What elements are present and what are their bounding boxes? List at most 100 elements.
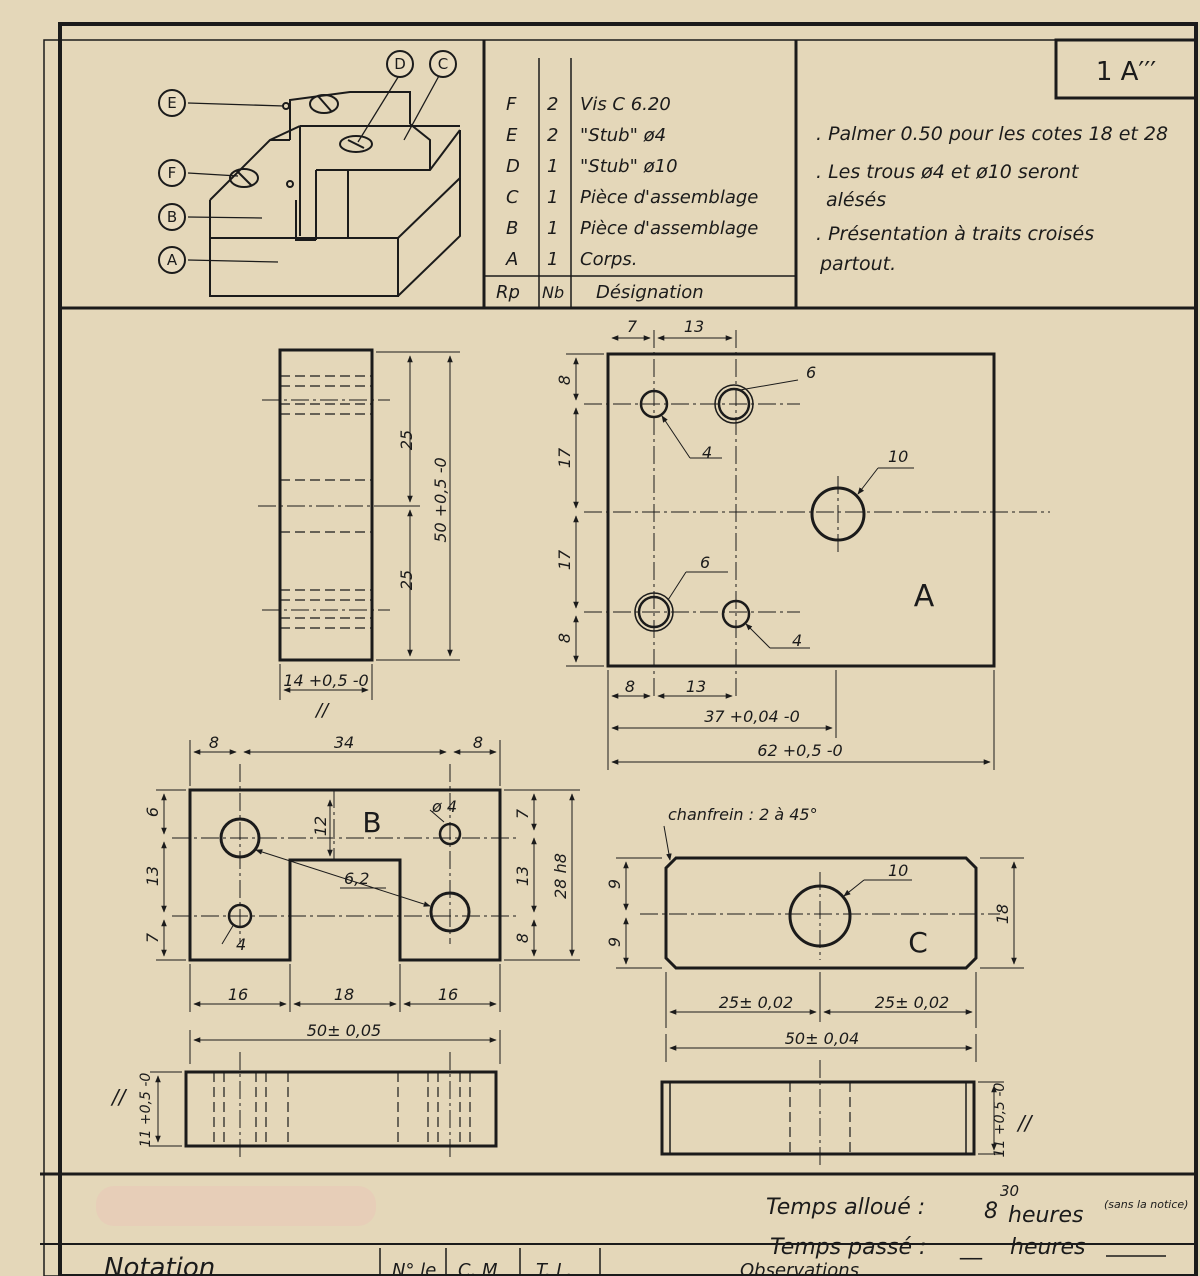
dim-b-left-13: 13 bbox=[143, 866, 162, 886]
dim-50: 50 +0,5 -0 bbox=[431, 457, 450, 542]
dim-c-side-11: 11 +0,5 -0 bbox=[992, 1083, 1008, 1158]
notation-label: Notation bbox=[104, 1253, 215, 1276]
col-t: T. L. bbox=[536, 1260, 572, 1276]
callout-a-circle bbox=[158, 246, 186, 274]
dim-c-half-25-left: 25± 0,02 bbox=[719, 993, 793, 1012]
parts-list: F 2 Vis C 6.20 E 2 "Stub" ø4 D 1 "Stub" … bbox=[496, 94, 758, 303]
part-designation: Pièce d'assemblage bbox=[580, 187, 758, 208]
sheet-frame bbox=[40, 22, 1198, 1276]
temps-alloue-correction: 30 bbox=[1000, 1182, 1019, 1200]
assembly-isometric bbox=[209, 91, 461, 297]
heures-label: heures bbox=[1008, 1203, 1083, 1228]
view-c bbox=[616, 825, 1024, 1062]
temps-alloue-label: Temps alloué : bbox=[766, 1195, 925, 1220]
part-nb: 2 bbox=[547, 125, 558, 146]
view-b-bottom bbox=[150, 1052, 498, 1160]
part-rp: A bbox=[505, 249, 518, 270]
notes: . Palmer 0.50 pour les cotes 18 et 28 . … bbox=[816, 123, 1168, 275]
dim-b-bottom-16-left: 16 bbox=[228, 985, 248, 1004]
dim-c-right-18: 18 bbox=[993, 904, 1012, 924]
dim-a-left-8-top: 8 bbox=[555, 375, 574, 385]
red-check-mark: // bbox=[110, 1085, 128, 1109]
header-designation: Désignation bbox=[596, 282, 704, 303]
dim-25-bottom: 25 bbox=[397, 570, 416, 590]
dim-b-12: 12 bbox=[311, 816, 330, 836]
col-n: N° le bbox=[392, 1260, 436, 1276]
dim-a-hole-4-top: 4 bbox=[702, 443, 712, 462]
dim-a-bottom-13: 13 bbox=[686, 677, 706, 696]
part-rp: D bbox=[506, 156, 520, 177]
callout-d-circle bbox=[386, 50, 414, 78]
part-nb: 2 bbox=[547, 94, 558, 115]
part-nb: 1 bbox=[547, 187, 558, 208]
sans-notice: (sans la notice) bbox=[1104, 1198, 1188, 1211]
dim-b-top-8-right: 8 bbox=[473, 733, 483, 752]
dim-b-left-7: 7 bbox=[143, 932, 162, 943]
sheet-code: 1 A′′′ bbox=[1096, 57, 1156, 87]
dim-b-bottom-18: 18 bbox=[334, 985, 354, 1004]
footer-grid bbox=[379, 1248, 1166, 1276]
view-a-label: A bbox=[914, 579, 935, 614]
dim-a-hole-4-bottom: 4 bbox=[792, 631, 802, 650]
parts-list-grid bbox=[484, 58, 796, 308]
callout-c-circle bbox=[429, 50, 457, 78]
part-nb: 1 bbox=[547, 249, 558, 270]
part-designation: Corps. bbox=[580, 249, 638, 270]
note-line: alésés bbox=[826, 189, 886, 211]
callout-c: C bbox=[438, 55, 448, 73]
dim-a-left-17-bottom: 17 bbox=[555, 549, 574, 570]
red-check-mark: // bbox=[314, 700, 330, 721]
temps-passe-label: Temps passé : bbox=[770, 1235, 926, 1260]
assembly-leaders bbox=[187, 73, 441, 263]
dim-a-left-17-top: 17 bbox=[555, 447, 574, 468]
dim-a-width-62: 62 +0,5 -0 bbox=[757, 741, 842, 760]
dim-14: 14 +0,5 -0 bbox=[283, 671, 368, 690]
side-view-a bbox=[258, 348, 460, 700]
dim-b-width-50: 50± 0,05 bbox=[307, 1021, 381, 1040]
note-line: partout. bbox=[819, 253, 896, 275]
callout-e: E bbox=[167, 94, 176, 112]
note-line: . Présentation à traits croisés bbox=[816, 223, 1094, 245]
col-c: C. M bbox=[458, 1260, 498, 1276]
footer: Temps alloué : 8 30 heures (sans la noti… bbox=[104, 1182, 1188, 1276]
dim-b-bottom-16-right: 16 bbox=[438, 985, 458, 1004]
note-line: . Palmer 0.50 pour les cotes 18 et 28 bbox=[816, 123, 1168, 145]
part-designation: Pièce d'assemblage bbox=[580, 218, 758, 239]
view-b-label: B bbox=[362, 806, 381, 839]
dim-b-top-8-left: 8 bbox=[209, 733, 219, 752]
chamfer-note: chanfrein : 2 à 45° bbox=[668, 805, 818, 824]
dim-b-right-7: 7 bbox=[513, 808, 532, 819]
callout-b: B bbox=[167, 208, 177, 226]
redacted-area bbox=[96, 1186, 376, 1226]
dim-a-hole-10: 10 bbox=[888, 447, 908, 466]
dim-c-half-25-right: 25± 0,02 bbox=[875, 993, 949, 1012]
callout-f-circle bbox=[158, 159, 186, 187]
dim-c-hole-10: 10 bbox=[888, 861, 908, 880]
callout-b-circle bbox=[158, 203, 186, 231]
callout-e-circle bbox=[158, 89, 186, 117]
dim-b-top-34: 34 bbox=[334, 733, 354, 752]
temps-passe-value: __ bbox=[959, 1235, 983, 1260]
dim-a-hole-6-bottom: 6 bbox=[700, 553, 710, 572]
part-nb: 1 bbox=[547, 156, 558, 177]
part-nb: 1 bbox=[547, 218, 558, 239]
dim-b-hole-6-2: 6,2 bbox=[344, 869, 369, 888]
temps-alloue-value: 8 bbox=[984, 1199, 998, 1224]
dim-b-hole-4: 4 bbox=[236, 935, 246, 954]
dim-b-left-6: 6 bbox=[143, 807, 162, 817]
callout-f: F bbox=[168, 164, 177, 182]
col-observations: Observations bbox=[740, 1260, 859, 1276]
dim-c-left-9-top: 9 bbox=[605, 879, 624, 889]
callout-a: A bbox=[167, 251, 178, 269]
view-a bbox=[566, 330, 1050, 770]
dim-a-bottom-8: 8 bbox=[625, 677, 635, 696]
dim-a-top-13: 13 bbox=[684, 317, 704, 336]
dim-a-width-37: 37 +0,04 -0 bbox=[704, 707, 800, 726]
part-rp: E bbox=[506, 125, 518, 146]
dim-b-height-28: 28 h8 bbox=[551, 853, 570, 899]
header-rp: Rp bbox=[496, 282, 520, 303]
view-c-label: C bbox=[908, 926, 928, 959]
red-check-mark: // bbox=[1016, 1111, 1034, 1135]
